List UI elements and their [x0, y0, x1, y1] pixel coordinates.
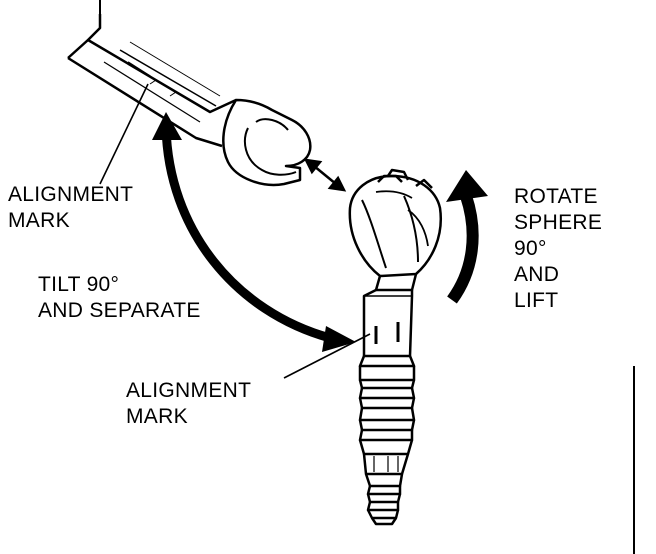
label-line: SPHERE — [514, 211, 603, 234]
label-line: LIFT — [514, 289, 559, 312]
label-line: 90° — [514, 237, 547, 260]
alignment-mark-bottom-indicator — [283, 333, 371, 379]
label-line: AND — [514, 263, 560, 286]
double-arrow-icon — [303, 158, 347, 192]
label-line: MARK — [8, 209, 70, 232]
alignment-mark-top-label: ALIGNMENT MARK — [8, 182, 133, 234]
ball-stud — [348, 168, 443, 526]
label-line: MARK — [126, 405, 188, 428]
rotate-sphere-label: ROTATE SPHERE 90° AND LIFT — [514, 184, 602, 314]
curved-up-arrow-icon — [446, 170, 488, 304]
label-line: ALIGNMENT — [126, 379, 252, 402]
alignment-mark-bottom-label: ALIGNMENT MARK — [126, 378, 251, 430]
label-line: AND SEPARATE — [38, 299, 201, 322]
tilt-separate-label: TILT 90° AND SEPARATE — [38, 272, 201, 324]
label-line: ROTATE — [514, 185, 598, 208]
label-line: TILT 90° — [38, 273, 120, 296]
alignment-mark-top-indicator — [99, 61, 151, 185]
curved-double-arrow-icon — [152, 112, 356, 352]
socket-arm — [67, 0, 312, 187]
label-line: ALIGNMENT — [8, 183, 134, 206]
